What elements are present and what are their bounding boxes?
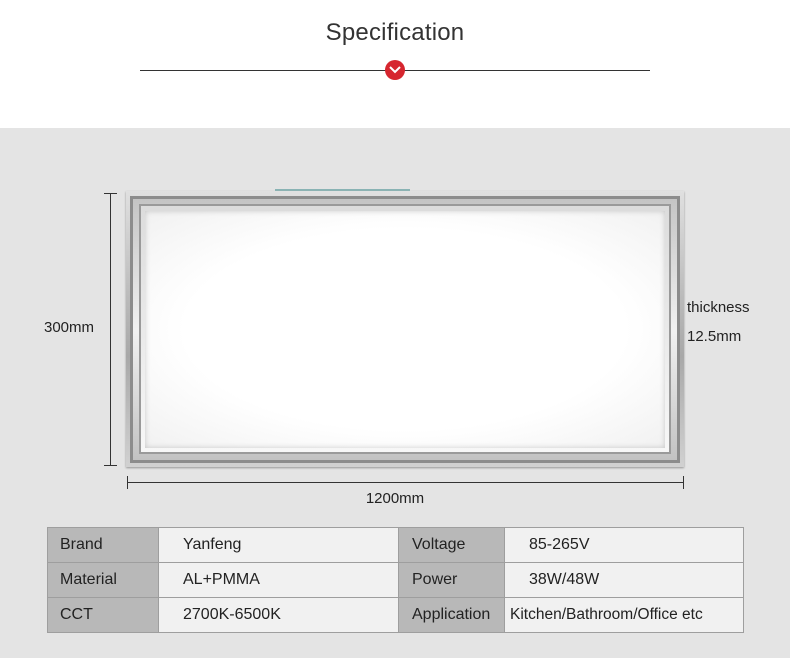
table-row: Material AL+PMMA Power 38W/48W <box>47 562 744 598</box>
spec-key: CCT <box>47 597 159 633</box>
page-title: Specification <box>325 19 465 46</box>
width-dimension-line <box>127 482 683 483</box>
table-row: CCT 2700K-6500K Application Kitchen/Bath… <box>47 597 744 633</box>
spec-key: Material <box>47 562 159 598</box>
spec-value: 85-265V <box>504 527 744 563</box>
chevron-down-icon <box>385 60 405 80</box>
spec-value: 38W/48W <box>504 562 744 598</box>
thickness-label: thickness <box>687 299 750 316</box>
height-dimension-cap-top <box>104 193 117 194</box>
width-dimension-cap-right <box>683 476 684 489</box>
spec-table: Brand Yanfeng Voltage 85-265V Material A… <box>47 527 744 633</box>
width-label: 1200mm <box>365 490 425 507</box>
spec-key: Power <box>398 562 505 598</box>
panel-frame-inner <box>139 204 671 454</box>
table-row: Brand Yanfeng Voltage 85-265V <box>47 527 744 563</box>
width-dimension-cap-left <box>127 476 128 489</box>
height-dimension-line <box>110 193 111 465</box>
spec-value: AL+PMMA <box>158 562 399 598</box>
spec-key: Voltage <box>398 527 505 563</box>
panel-frame-outer <box>130 196 680 463</box>
thickness-value: 12.5mm <box>687 328 742 345</box>
spec-value: Yanfeng <box>158 527 399 563</box>
led-panel-image <box>126 191 684 467</box>
header-section: Specification <box>0 0 790 128</box>
height-label: 300mm <box>44 319 95 336</box>
height-dimension-cap-bottom <box>104 465 117 466</box>
spec-key: Application <box>398 597 505 633</box>
spec-key: Brand <box>47 527 159 563</box>
panel-light-surface <box>145 211 665 448</box>
spec-value: Kitchen/Bathroom/Office etc <box>504 597 744 633</box>
spec-value: 2700K-6500K <box>158 597 399 633</box>
